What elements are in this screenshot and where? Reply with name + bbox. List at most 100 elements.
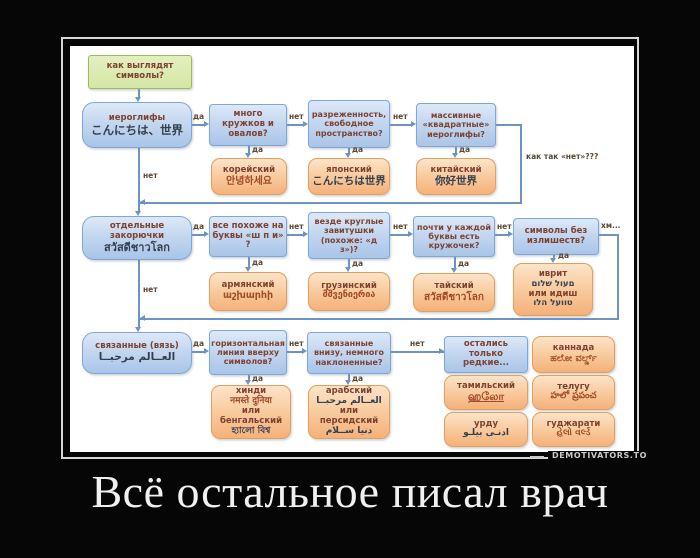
arrowhead-icon [408, 231, 413, 237]
connector-line [287, 351, 303, 353]
yes-label: да [352, 374, 364, 383]
node-label: каннада [552, 343, 595, 354]
node-start-question: как выглядят символы? [88, 55, 192, 89]
node-question-shpi: все похоже на буквы «ш п и» ? [209, 216, 287, 257]
script-sample: ಹಲೋ ವರ್ಲ್ಡ್ [550, 353, 597, 365]
connector-line [520, 124, 522, 204]
node-text: горизонтальная линия вверху символов? [211, 338, 285, 367]
connector-line [287, 124, 304, 126]
connector-line [495, 234, 509, 236]
node-question-bottomlinked: связанные внизу, немного наклоненные? [307, 332, 391, 374]
node-question-curls: везде круглые завитушки (похоже: «д з»)? [308, 212, 390, 259]
node-label: или идиш [528, 288, 578, 299]
yes-label: да [459, 145, 471, 154]
flowchart-canvas: как выглядят символы? иероглифы こんにちは、世界… [70, 46, 634, 452]
yes-label: да [352, 259, 364, 268]
node-label: хинди [235, 386, 267, 397]
connector-line [192, 124, 205, 126]
yes-label: да [193, 222, 205, 231]
connector-line [248, 257, 250, 267]
no-label: нет [393, 112, 408, 121]
arrowhead-icon [245, 153, 251, 158]
connector-line [496, 124, 522, 126]
script-sample: მშვენიერია [322, 290, 376, 301]
no-label: нет [289, 339, 304, 348]
script-sample: ادنـى بيلـو [463, 428, 509, 439]
node-label: урду [473, 418, 499, 429]
connector-line [348, 374, 350, 381]
arrowhead-icon [411, 121, 416, 127]
yes-label: да [252, 258, 264, 267]
how-no-note: как так «нет»??? [526, 152, 599, 161]
arrowhead-icon [204, 231, 209, 237]
node-question-plain: символы без излишеств? [513, 218, 599, 255]
connector-line [248, 375, 250, 381]
arrowhead-icon [303, 231, 308, 237]
node-squiggles: отдельные закорючки สวัสดีชาวโลก [82, 216, 192, 260]
node-label: тамильский [457, 380, 515, 391]
node-hieroglyphs: иероглифы こんにちは、世界 [82, 102, 192, 148]
script-sample: హలో ప్రపంచ [550, 391, 597, 402]
yes-label: да [252, 145, 264, 154]
node-text: разреженность, свободное пространство? [311, 110, 387, 138]
yes-label: да [352, 145, 364, 154]
arrowhead-icon [135, 327, 141, 332]
node-label: грузинский [321, 280, 377, 291]
arrowhead-icon [451, 268, 457, 273]
script-sample: สวัสดีชาวโลก [104, 240, 170, 254]
node-rare-scripts: остались только редкие... [444, 336, 528, 373]
connector-line [348, 148, 350, 154]
connector-line [138, 148, 140, 212]
hmm-note: хм... [601, 221, 621, 230]
node-tamil: тамильский ஹலோ [444, 375, 528, 410]
watermark: DEMOTIVATORS.TO [548, 451, 651, 460]
node-question-topline: горизонтальная линия вверху символов? [209, 330, 287, 375]
node-label: японский [326, 164, 372, 175]
arrowhead-icon [345, 380, 351, 385]
connector-line [455, 147, 457, 154]
no-label: нет [393, 222, 408, 231]
node-text: символы без излишеств? [524, 225, 588, 246]
arrowhead-icon [345, 267, 351, 272]
script-sample: טוועל הלו [533, 298, 573, 309]
connector-line [140, 318, 619, 320]
connector-line [390, 124, 412, 126]
arrowhead-icon [439, 348, 444, 354]
node-question-ring: почти у каждой буквы есть кружочек? [413, 216, 495, 257]
node-ligature: связанные (вязь) العــالم مرحبــا [82, 332, 192, 374]
node-label: или бенгальский [219, 406, 283, 426]
connector-line [454, 257, 456, 268]
node-label: связанные (вязь) [95, 341, 179, 352]
no-label: нет [143, 171, 158, 180]
node-text: почти у каждой буквы есть кружочек? [417, 222, 491, 251]
connector-line [348, 259, 350, 267]
script-sample: नमस्ते दुनिया [230, 396, 272, 407]
node-label: отдельные закорючки [109, 221, 165, 241]
script-sample: աշխարհի [222, 290, 274, 302]
node-label: телугу [557, 381, 590, 392]
script-sample: دنيا ســلام [325, 425, 373, 436]
connector-line [138, 89, 140, 98]
arrowhead-icon [204, 121, 209, 127]
no-label: нет [143, 285, 158, 294]
connector-line [192, 351, 205, 353]
node-label: или персидский [319, 406, 379, 426]
arrowhead-icon [135, 211, 141, 216]
node-japanese: японский こんにちは世界 [308, 158, 390, 195]
arrowhead-icon [550, 258, 556, 263]
node-label: китайский [430, 164, 482, 175]
connector-line [287, 234, 304, 236]
arrowhead-icon [452, 153, 458, 158]
script-sample: 안녕하세요 [226, 175, 272, 187]
node-armenian: армянский աշխարհի [209, 272, 287, 311]
arrowhead-icon [245, 380, 251, 385]
connector-line [553, 255, 555, 259]
yes-label: да [558, 251, 570, 260]
script-sample: હેલો વર્લ્ડ [556, 428, 591, 439]
yes-label: да [193, 339, 205, 348]
node-telugu: телугу హలో ప్రపంచ [532, 375, 615, 410]
arrowhead-icon [135, 97, 141, 102]
node-gujarati: гуджарати હેલો વર્લ્ડ [532, 412, 615, 447]
script-sample: العــالم مرحبــا [316, 396, 382, 407]
node-label: гуджарати [546, 418, 601, 429]
